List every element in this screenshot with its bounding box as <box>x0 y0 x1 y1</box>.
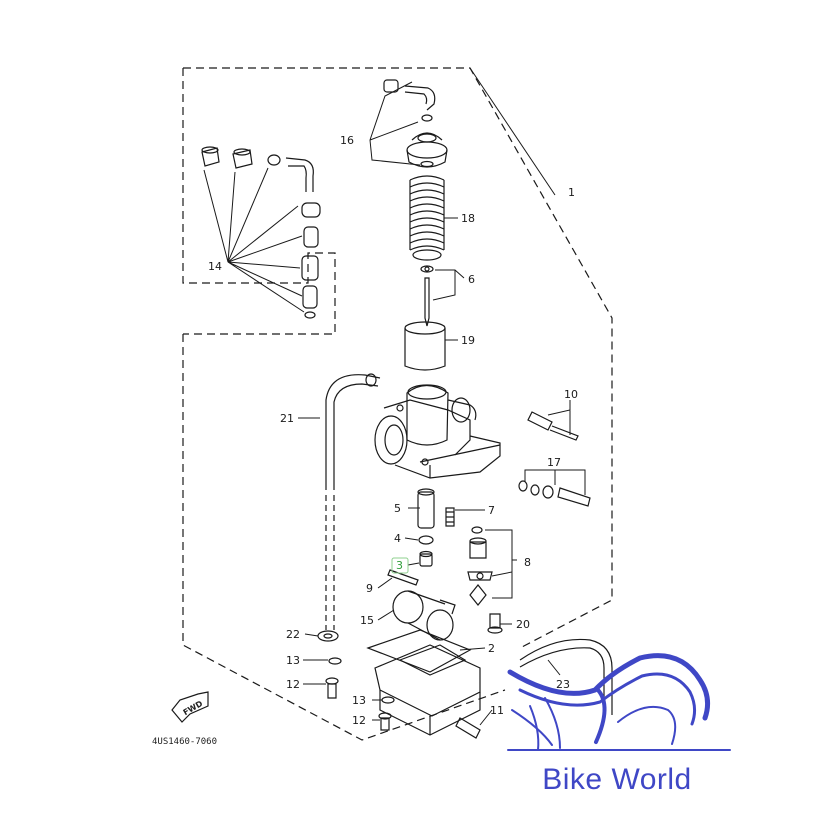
float-pin <box>387 569 419 586</box>
callout-7: 7 <box>488 504 495 517</box>
drain-hose <box>519 638 613 715</box>
callout-5: 5 <box>394 502 401 515</box>
float <box>392 590 456 641</box>
callout-13b: 13 <box>352 694 366 707</box>
screw-20 <box>489 613 501 629</box>
callout-19: 19 <box>461 334 475 347</box>
callout-2: 2 <box>488 642 495 655</box>
float-valve <box>467 526 493 606</box>
callout-12a: 12 <box>286 678 300 691</box>
vent-hose-lower <box>325 495 335 630</box>
carburetor-body <box>374 384 501 479</box>
main-jet <box>419 550 433 567</box>
callout-1: 1 <box>568 186 575 199</box>
callout-6: 6 <box>468 273 475 286</box>
assembly-outline-lower <box>182 334 506 741</box>
motorcycle-swoosh-logo-icon <box>507 653 731 751</box>
washer <box>418 535 434 545</box>
assembly-outline-upper <box>183 67 613 649</box>
callout-12b: 12 <box>352 714 366 727</box>
needle-jet <box>417 488 435 529</box>
callout-21: 21 <box>280 412 294 425</box>
fwd-arrow-icon <box>171 691 209 723</box>
part-code-label: 4US1460-7060 <box>152 737 217 747</box>
callout-13a: 13 <box>286 654 300 667</box>
float-bowl <box>374 644 481 736</box>
vent-hose <box>325 374 381 490</box>
callout-11: 11 <box>490 704 504 717</box>
callout-22: 22 <box>286 628 300 641</box>
choke-parts-group <box>201 146 321 319</box>
carb-top-cap <box>383 79 448 168</box>
pilot-jet <box>445 507 455 527</box>
assembly-outline-top-left <box>182 68 336 335</box>
idle-screw <box>518 480 591 507</box>
callout-16: 16 <box>340 134 354 147</box>
callout-4: 4 <box>394 532 401 545</box>
throttle-valve <box>404 321 446 371</box>
callout-15: 15 <box>360 614 374 627</box>
callout-9: 9 <box>366 582 373 595</box>
fwd-label: FWD <box>182 699 205 717</box>
highlight-box <box>391 557 409 574</box>
callout-20: 20 <box>516 618 530 631</box>
callout-3: 3 <box>396 559 403 572</box>
callout-23: 23 <box>556 678 570 691</box>
leader-lines <box>203 67 586 726</box>
callout-14: 14 <box>208 260 222 273</box>
callout-17: 17 <box>547 456 561 469</box>
callout-10: 10 <box>564 388 578 401</box>
hose-end <box>365 373 377 387</box>
jet-needle <box>420 265 434 327</box>
callout-8: 8 <box>524 556 531 569</box>
bowl-gasket <box>366 629 472 673</box>
brand-name: Bike World <box>542 763 692 796</box>
callout-18: 18 <box>461 212 475 225</box>
callout-labels: 1 2 3 4 5 6 7 8 9 10 11 12 12 13 13 14 1… <box>208 134 578 727</box>
throttle-spring <box>409 175 445 261</box>
pilot-air-screw <box>527 411 579 441</box>
